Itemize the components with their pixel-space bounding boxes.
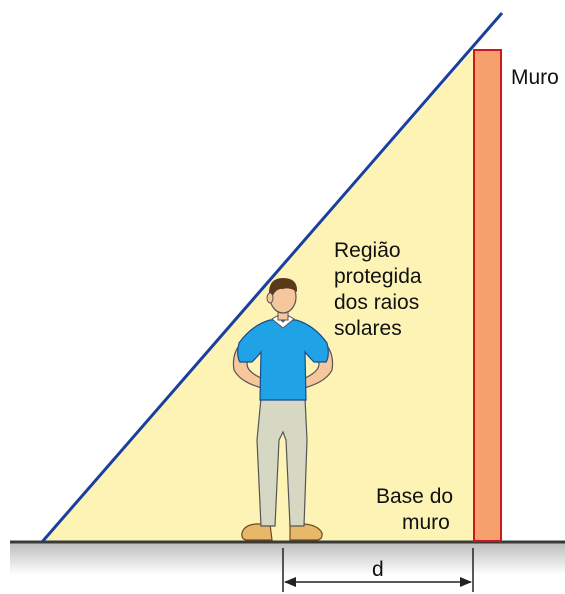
arrowhead-left: [284, 577, 296, 587]
distance-dimension: [282, 548, 474, 592]
left-shoe: [241, 523, 273, 541]
right-shoe: [289, 523, 323, 541]
region-label-line-2: protegida: [334, 265, 422, 288]
region-label-line-3: dos raios: [334, 291, 419, 314]
wall-base-label-line-2: muro: [402, 511, 450, 534]
arrowhead-right: [460, 577, 472, 587]
pants: [256, 397, 308, 527]
region-label-line-1: Região: [334, 239, 401, 262]
person-figure: [232, 278, 334, 541]
ground-shadow: [10, 543, 565, 575]
sun-ray-line: [40, 12, 504, 543]
wall-label: Muro: [511, 66, 559, 89]
hair: [268, 278, 298, 300]
ear: [266, 292, 274, 304]
region-label-line-4: solares: [334, 317, 402, 340]
wall: [473, 49, 502, 542]
distance-label: d: [372, 558, 384, 581]
shirt: [237, 319, 329, 401]
wall-base-label-line-1: Base do: [376, 485, 453, 508]
